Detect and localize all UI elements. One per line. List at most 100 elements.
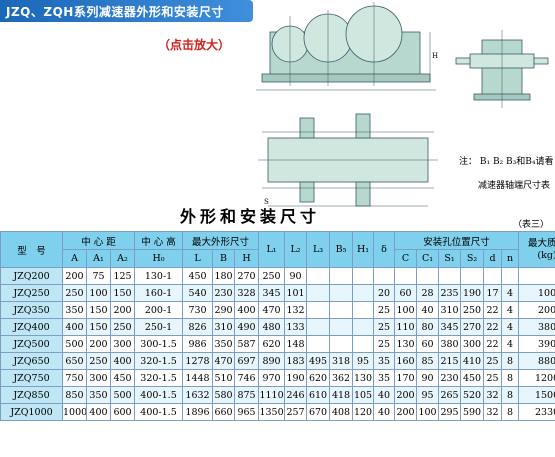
table-cell: 110 xyxy=(394,318,418,336)
table-cell: 235 xyxy=(438,284,462,302)
table-cell xyxy=(306,335,331,353)
table-cell xyxy=(416,267,440,285)
table-cell: 4 xyxy=(501,301,520,319)
note-line-2: 减速器轴端尺寸表 xyxy=(478,181,551,191)
table-cell: 75 xyxy=(86,267,111,285)
table-cell: 490 xyxy=(234,318,260,336)
table-cell: 40 xyxy=(416,301,440,319)
table-cell: 170 xyxy=(394,369,418,387)
table-cell: 8 xyxy=(501,403,520,421)
table-cell xyxy=(460,267,485,285)
table-cell: 300-1.5 xyxy=(134,335,184,353)
table-cell: 328 xyxy=(234,284,260,302)
table-cell: 400 xyxy=(86,403,111,421)
table-cell: 650 xyxy=(62,352,87,370)
table-cell: 400 xyxy=(234,301,260,319)
table-cell: 22 xyxy=(483,301,503,319)
table-cell: 200 xyxy=(62,267,87,285)
table-cell: 95 xyxy=(416,386,440,404)
table-cell: 35 xyxy=(373,352,396,370)
header-s1: S₁ xyxy=(438,249,462,268)
note-line-1: 注： B₁ B₂ B₃和B₄请看 xyxy=(459,157,554,167)
table-cell: 1448 xyxy=(182,369,214,387)
table-cell: 8 xyxy=(501,369,520,387)
table-cell: 500 xyxy=(62,335,87,353)
table-cell xyxy=(329,318,354,336)
table-cell: 380 xyxy=(518,318,555,336)
header-center-height: 中 心 高 xyxy=(134,231,184,250)
table-cell: 100 xyxy=(518,284,555,302)
table-cell: 400-1.5 xyxy=(134,386,184,404)
front-view-drawing[interactable]: H₀ xyxy=(256,2,438,98)
table-cell: 80 xyxy=(416,318,440,336)
table-cell xyxy=(329,335,354,353)
table-cell: 250 xyxy=(258,267,286,285)
table-cell: 320-1.5 xyxy=(134,369,184,387)
table-cell: 450 xyxy=(182,267,214,285)
table-cell: 350 xyxy=(62,301,87,319)
table-cell: 4 xyxy=(501,335,520,353)
table-cell: 148 xyxy=(284,335,308,353)
table-cell: 25 xyxy=(483,369,503,387)
table-cell: 345 xyxy=(258,284,286,302)
table-cell xyxy=(329,267,354,285)
top-view-drawing[interactable]: S xyxy=(258,110,438,210)
table-cell xyxy=(501,267,520,285)
table-cell xyxy=(306,318,331,336)
table-cell xyxy=(352,301,375,319)
table-cell-model: JZQ500 xyxy=(0,335,63,353)
table-cell: 250-1 xyxy=(134,318,184,336)
table-cell: 520 xyxy=(460,386,485,404)
table-cell: 580 xyxy=(212,386,236,404)
header-s2: S₂ xyxy=(460,249,485,268)
table-cell: 510 xyxy=(212,369,236,387)
table-cell: 730 xyxy=(182,301,214,319)
table-cell: 150 xyxy=(86,301,111,319)
table-cell: 890 xyxy=(258,352,286,370)
table-cell: 105 xyxy=(352,386,375,404)
table-cell xyxy=(483,267,503,285)
table-tag: （表三） xyxy=(513,220,550,230)
header-max-outline: 最大外形尺寸 xyxy=(182,231,260,250)
table-cell: 90 xyxy=(416,369,440,387)
header-l1: L₁ xyxy=(258,231,286,268)
table-cell: 875 xyxy=(234,386,260,404)
table-cell: 310 xyxy=(212,318,236,336)
table-cell: 200 xyxy=(394,386,418,404)
header-c1: C₁ xyxy=(416,249,440,268)
table-cell: 400-1.5 xyxy=(134,403,184,421)
header-mounting: 安装孔位置尺寸 xyxy=(394,231,520,250)
table-cell: 4 xyxy=(501,284,520,302)
table-cell: 90 xyxy=(284,267,308,285)
table-cell xyxy=(373,267,396,285)
header-a: A xyxy=(62,249,87,268)
table-cell: 125 xyxy=(109,267,136,285)
table-cell: 200 xyxy=(109,301,136,319)
table-cell: 495 xyxy=(306,352,331,370)
table-cell xyxy=(306,284,331,302)
table-cell: 200 xyxy=(86,335,111,353)
table-cell: 200-1 xyxy=(134,301,184,319)
table-cell: 28 xyxy=(416,284,440,302)
zoom-link[interactable]: （点击放大） xyxy=(158,38,231,52)
table-cell: 620 xyxy=(306,369,331,387)
table-cell: 32 xyxy=(483,403,503,421)
table-cell: 400 xyxy=(109,352,136,370)
side-view-drawing[interactable] xyxy=(452,30,552,110)
table-cell: 850 xyxy=(62,386,87,404)
table-cell: 8 xyxy=(501,352,520,370)
table-cell: 300 xyxy=(460,335,485,353)
table-cell: 265 xyxy=(438,386,462,404)
table-cell: 418 xyxy=(329,386,354,404)
table-cell: 470 xyxy=(212,352,236,370)
header-h: H xyxy=(234,249,260,268)
table-cell xyxy=(352,318,375,336)
table-cell: 610 xyxy=(306,386,331,404)
table-cell: 500 xyxy=(109,386,136,404)
table-cell: 32 xyxy=(483,386,503,404)
